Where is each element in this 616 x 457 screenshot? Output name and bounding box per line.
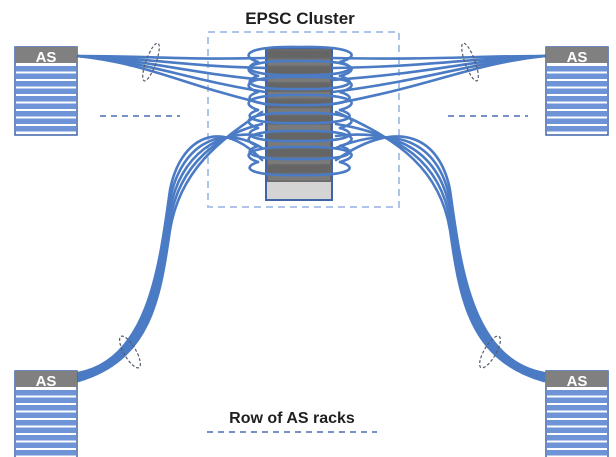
cluster-rack-slot [268, 51, 330, 58]
as-rack-slot [547, 118, 607, 124]
cable [334, 136, 546, 377]
diagram-title: EPSC Cluster [245, 9, 355, 28]
cluster-rack-slot [268, 157, 330, 164]
as-rack-slot [16, 405, 76, 411]
cable [247, 145, 353, 164]
cluster-rack-slot [268, 100, 330, 107]
cable [248, 90, 351, 107]
as-rack-slot [547, 412, 607, 418]
cluster-rack-slots [268, 51, 330, 181]
as-rack-slot [547, 442, 607, 448]
cable-tie-bottom-right [479, 335, 501, 369]
as-rack-slot [547, 450, 607, 456]
as-rack-label: AS [567, 373, 588, 390]
as-rack-slot [547, 435, 607, 441]
as-rack-slot [547, 66, 607, 72]
cluster-rack-slot [268, 75, 330, 82]
as-rack-label: AS [36, 373, 57, 390]
as-rack-header [546, 47, 608, 63]
as-rack-slot [16, 412, 76, 418]
as-rack-slot [547, 88, 607, 94]
as-rack-slot [16, 111, 76, 117]
cable [75, 54, 267, 106]
as-rack-top-left: AS [14, 46, 78, 136]
cable [76, 133, 264, 379]
cluster-rack-slot [268, 174, 330, 181]
as-rack-slot [547, 397, 607, 403]
cable [247, 93, 353, 112]
cable [76, 110, 264, 383]
as-rack-slot [16, 118, 76, 124]
as-rack-header [546, 371, 608, 387]
cluster-rack-slot [268, 67, 330, 74]
as-rack-slot [547, 405, 607, 411]
cable [334, 110, 546, 383]
cluster-rack-slot [268, 165, 330, 173]
cable-bundle [75, 45, 547, 383]
cable [248, 108, 351, 125]
cluster-rack-slot [268, 149, 330, 156]
as-rack-slot [16, 390, 76, 396]
as-rack-slot [16, 420, 76, 426]
cable-tie-bottom-left [119, 335, 141, 369]
as-rack-slot [547, 81, 607, 87]
cluster-rack-slot [268, 116, 330, 123]
as-rack-slot [547, 103, 607, 109]
cable [247, 129, 353, 148]
cluster-boundary [207, 31, 400, 208]
as-rack-slot [547, 427, 607, 433]
cable [247, 45, 353, 64]
cable-tie-top-left [142, 42, 160, 82]
as-rack-label: AS [567, 49, 588, 66]
cable [247, 75, 353, 94]
as-rack-slot [547, 111, 607, 117]
as-rack-slot [547, 73, 607, 79]
cable-tie-top-right [461, 42, 479, 82]
cable [334, 135, 546, 375]
as-rack-header [15, 371, 77, 387]
cable [331, 54, 547, 106]
cable [76, 136, 264, 377]
cluster-rack-slot [268, 133, 330, 140]
cable [247, 59, 353, 78]
as-rack-slot [16, 103, 76, 109]
cluster-rack-slot [268, 83, 330, 91]
as-rack-slot [16, 66, 76, 72]
as-rack-slot [16, 73, 76, 79]
as-rack-slot [16, 126, 76, 132]
as-rack-slot [16, 81, 76, 87]
as-rack-top-right: AS [545, 46, 609, 136]
cluster-rack-slot [268, 124, 330, 132]
as-rack-slot [547, 126, 607, 132]
as-rack-slot [547, 96, 607, 102]
cable [248, 160, 351, 177]
cluster-rack-footer [267, 182, 331, 199]
as-rack-slot [16, 450, 76, 456]
row-caption: Row of AS racks [229, 410, 355, 427]
cable [76, 135, 264, 375]
as-rack-slot [16, 397, 76, 403]
as-rack-slot [16, 88, 76, 94]
as-rack-bottom-right: AS [545, 370, 609, 457]
cluster-rack-slot [268, 108, 330, 115]
cable [76, 122, 264, 381]
as-rack-slot [16, 435, 76, 441]
cable [334, 133, 546, 379]
as-rack-slot [16, 427, 76, 433]
as-rack-slot [547, 420, 607, 426]
cable-ties [119, 42, 501, 369]
as-rack-slot [16, 442, 76, 448]
as-rack-label: AS [36, 49, 57, 66]
as-rack-bottom-left: AS [14, 370, 78, 457]
as-rack-slot [16, 96, 76, 102]
cluster-rack-slot [268, 141, 330, 148]
as-rack-header [15, 47, 77, 63]
cluster-rack-slot [268, 59, 330, 66]
as-rack-slot [547, 390, 607, 396]
